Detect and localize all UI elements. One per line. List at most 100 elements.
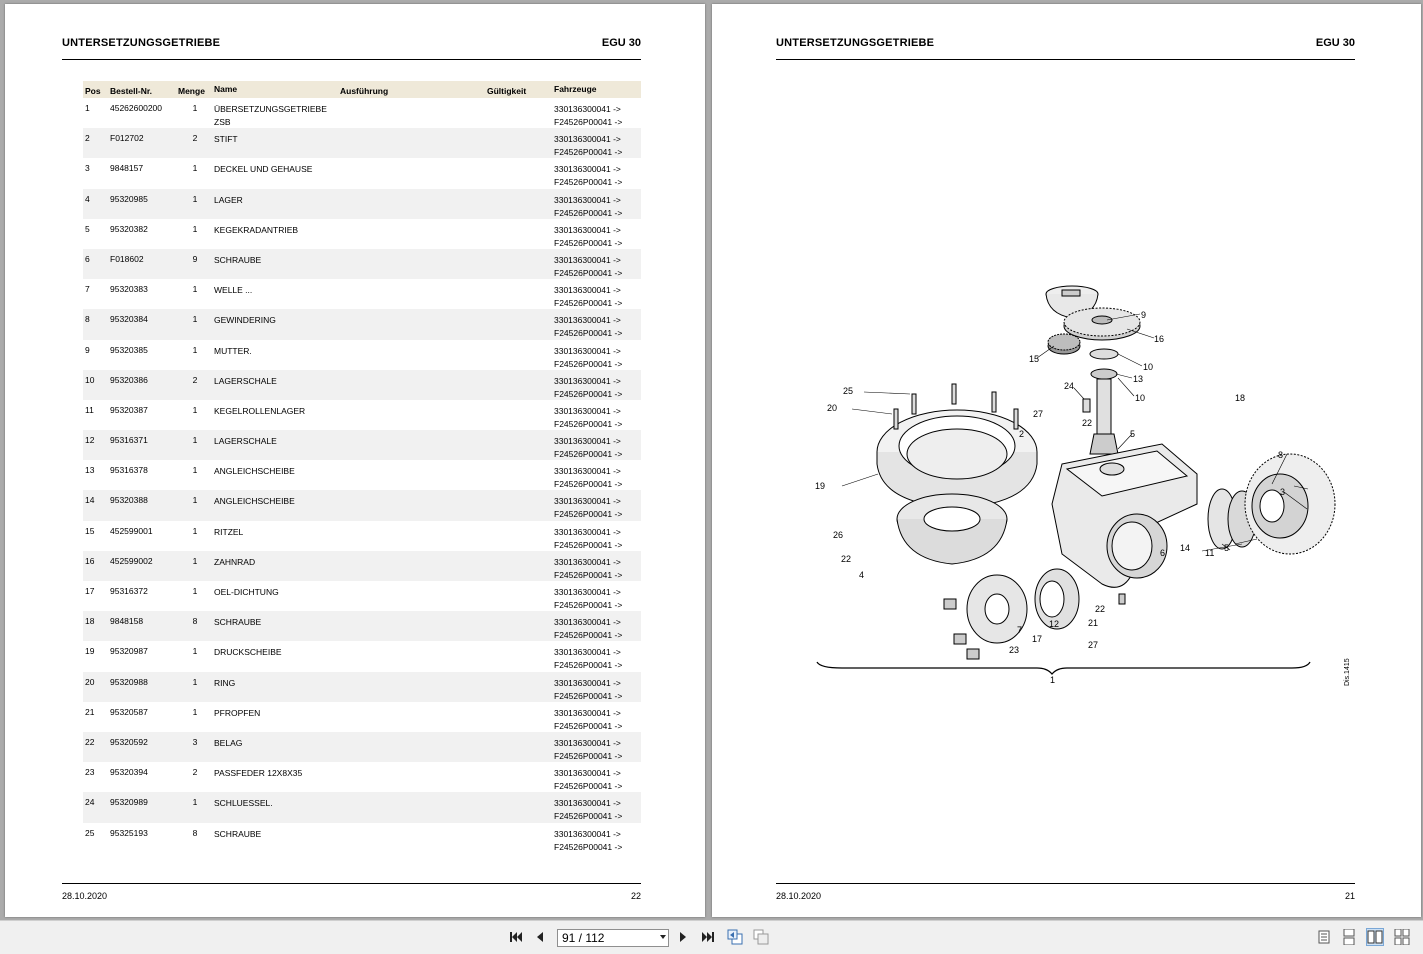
cell-name: PFROPFEN xyxy=(214,707,340,732)
cell-name: RITZEL xyxy=(214,526,340,551)
cell-vehicles: 330136300041 ->F24526P00041 -> xyxy=(554,103,641,128)
cell-version xyxy=(340,616,487,641)
cell-pos: 24 xyxy=(85,797,95,808)
vehicle-range-2: F24526P00041 -> xyxy=(554,298,623,309)
cell-pos: 10 xyxy=(85,374,95,385)
cell-order-number: 95320587 xyxy=(110,706,148,717)
cell-validity xyxy=(487,103,554,128)
vehicle-range-1: 330136300041 -> xyxy=(554,798,621,809)
cell-order-number: F018602 xyxy=(110,253,144,264)
cell-validity xyxy=(487,314,554,339)
vehicle-range-1: 330136300041 -> xyxy=(554,617,621,628)
cell-vehicles: 330136300041 ->F24526P00041 -> xyxy=(554,405,641,430)
callout-22b: 22 xyxy=(841,554,851,564)
cell-quantity: 8 xyxy=(192,827,198,838)
go-forward-view-icon[interactable] xyxy=(752,928,770,946)
cell-validity xyxy=(487,284,554,309)
col-header-quantity: Menge xyxy=(178,86,205,96)
page-number: 21 xyxy=(1344,891,1355,901)
cell-name-line: DECKEL UND GEHAUSE xyxy=(214,164,313,175)
vehicle-range-1: 330136300041 -> xyxy=(554,164,621,175)
cell-name-line: SCHRAUBE xyxy=(214,828,262,839)
last-page-icon[interactable] xyxy=(699,928,717,946)
vehicle-range-1: 330136300041 -> xyxy=(554,285,621,296)
col-header-validity: Gültigkeit xyxy=(487,86,527,96)
cell-version xyxy=(340,314,487,339)
cell-name-line: KEGELROLLENLAGER xyxy=(214,405,306,416)
cell-name: LAGER xyxy=(214,194,340,219)
cell-version xyxy=(340,224,487,249)
cell-pos: 3 xyxy=(85,163,90,174)
cell-pos: 15 xyxy=(85,525,95,536)
cell-version xyxy=(340,133,487,158)
vehicle-range-1: 330136300041 -> xyxy=(554,496,621,507)
vehicle-range-2: F24526P00041 -> xyxy=(554,690,623,701)
cell-version xyxy=(340,465,487,490)
cell-version xyxy=(340,435,487,460)
callout-12: 12 xyxy=(1049,619,1059,629)
cell-version xyxy=(340,495,487,520)
cell-order-number: 9848158 xyxy=(110,616,144,627)
vehicle-range-1: 330136300041 -> xyxy=(554,828,621,839)
cell-vehicles: 330136300041 ->F24526P00041 -> xyxy=(554,828,641,853)
callout-14: 14 xyxy=(1180,543,1190,553)
two-page-view-icon[interactable] xyxy=(1366,928,1384,946)
cell-validity xyxy=(487,677,554,702)
vehicle-range-1: 330136300041 -> xyxy=(554,134,621,145)
callout-24: 24 xyxy=(1064,381,1074,391)
vehicle-range-1: 330136300041 -> xyxy=(554,737,621,748)
two-page-continuous-view-icon[interactable] xyxy=(1393,928,1411,946)
footer-date: 28.10.2020 xyxy=(776,891,822,901)
previous-page-icon[interactable] xyxy=(531,928,549,946)
cell-order-number: 95320388 xyxy=(110,495,148,506)
cell-validity xyxy=(487,616,554,641)
cell-order-number: 95316372 xyxy=(110,586,148,596)
cell-name-line: OEL-DICHTUNG xyxy=(214,587,279,597)
single-page-view-icon[interactable] xyxy=(1315,928,1333,946)
callout-10: 10 xyxy=(1143,362,1153,372)
cell-name: LAGERSCHALE xyxy=(214,375,340,400)
page-title: UNTERSETZUNGSGETRIEBE xyxy=(62,37,221,49)
cell-version xyxy=(340,526,487,551)
cell-pos: 18 xyxy=(85,616,95,627)
cell-validity xyxy=(487,435,554,460)
cell-name-line: SCHRAUBE xyxy=(214,254,262,265)
first-page-icon[interactable] xyxy=(507,928,525,946)
cell-validity xyxy=(487,556,554,581)
cell-vehicles: 330136300041 ->F24526P00041 -> xyxy=(554,435,641,460)
cell-quantity: 1 xyxy=(192,495,198,506)
cell-name-line: RITZEL xyxy=(214,526,244,537)
callout-18: 18 xyxy=(1235,393,1245,403)
vehicle-range-2: F24526P00041 -> xyxy=(554,600,623,610)
cell-quantity: 1 xyxy=(192,163,198,174)
vehicle-range-1: 330136300041 -> xyxy=(554,647,621,658)
cell-quantity: 1 xyxy=(192,223,198,234)
footer-divider xyxy=(776,883,1355,884)
cell-validity xyxy=(487,375,554,400)
continuous-view-icon[interactable] xyxy=(1340,928,1358,946)
cell-validity xyxy=(487,465,554,490)
page-number-select[interactable]: 91 / 112 xyxy=(557,929,669,947)
go-back-view-icon[interactable] xyxy=(726,928,744,946)
col-header-pos: Pos xyxy=(85,86,101,96)
model-label: EGU 30 xyxy=(1315,37,1355,49)
cell-quantity: 1 xyxy=(192,525,198,536)
cell-order-number: 452599001 xyxy=(110,525,153,536)
cell-quantity: 1 xyxy=(192,676,198,687)
next-page-icon[interactable] xyxy=(674,928,692,946)
cell-quantity: 2 xyxy=(192,374,198,385)
cell-name: PASSFEDER 12X8X35 xyxy=(214,767,340,792)
callout-22c: 22 xyxy=(1095,604,1105,614)
cell-validity xyxy=(487,194,554,219)
cell-vehicles: 330136300041 -> F24526P00041 -> xyxy=(554,284,641,309)
cell-name: GEWINDERING xyxy=(214,314,340,339)
cell-pos: 19 xyxy=(85,646,95,657)
cell-version xyxy=(340,405,487,430)
cell-name-line-2: ZSB xyxy=(214,117,231,127)
